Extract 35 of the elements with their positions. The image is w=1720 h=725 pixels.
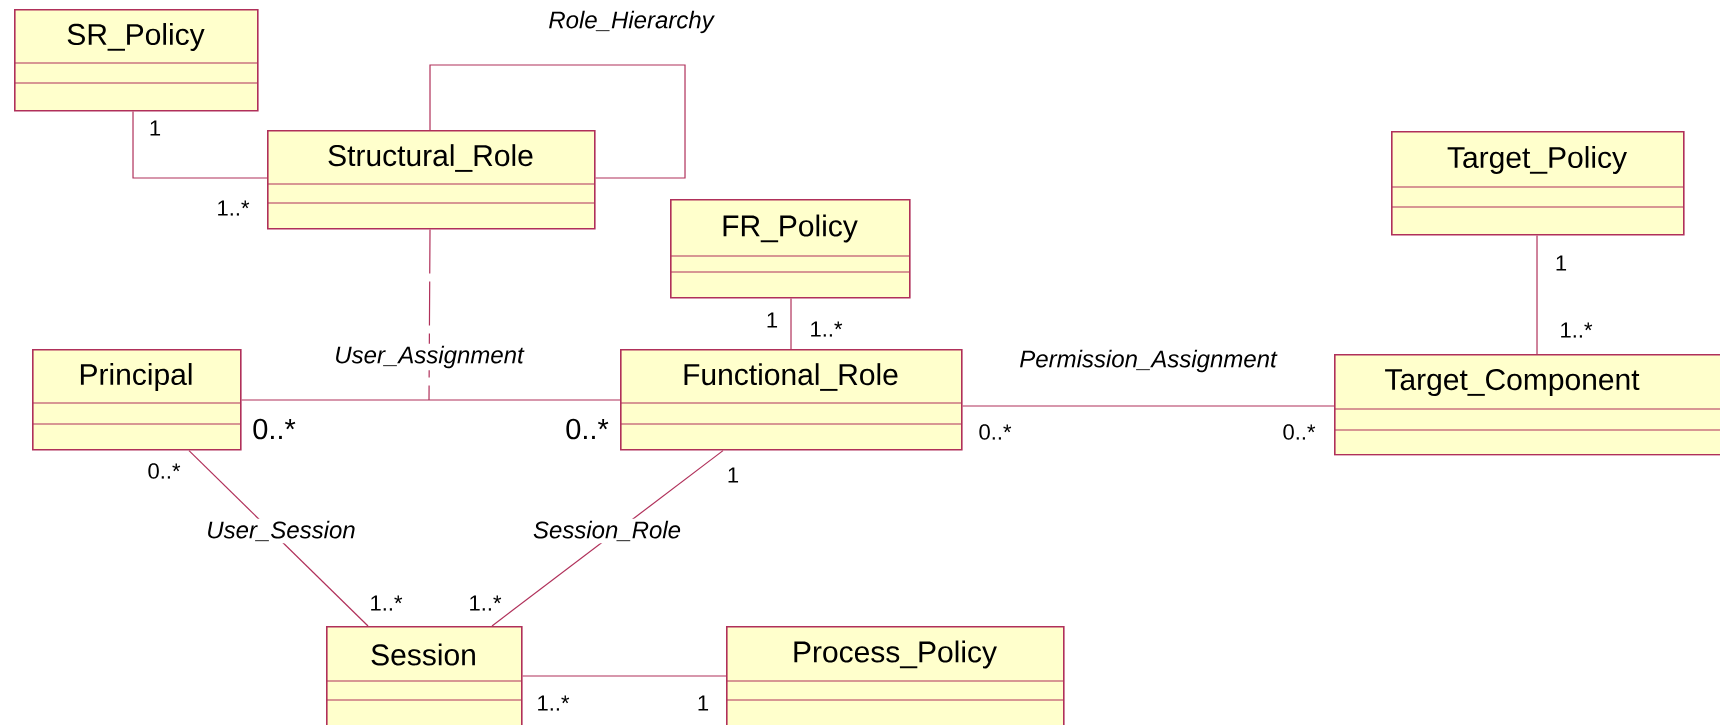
multiplicity-label: 0..* bbox=[566, 418, 609, 440]
association-name: Session_Role bbox=[530, 518, 684, 544]
class-box: Structural_Role bbox=[266, 130, 596, 230]
association-line bbox=[962, 405, 1335, 407]
multiplicity-label: 1 bbox=[150, 120, 161, 136]
multiplicity-label: 0..* bbox=[1283, 424, 1316, 440]
class-box: FR_Policy bbox=[669, 199, 911, 299]
class-box: Functional_Role bbox=[619, 349, 963, 451]
multiplicity-label: 0..* bbox=[979, 424, 1012, 440]
multiplicity-label: 0..* bbox=[148, 463, 181, 479]
multiplicity-label: 1 bbox=[767, 312, 778, 328]
association-name: Permission_Assignment bbox=[1017, 347, 1279, 375]
class-box: Principal bbox=[31, 349, 242, 451]
association-name: Role_Hierarchy bbox=[546, 8, 716, 36]
multiplicity-label: 1..* bbox=[218, 200, 250, 216]
class-box: Target_Component bbox=[1333, 354, 1720, 456]
association-name: User_Assignment bbox=[332, 343, 526, 371]
association-line bbox=[790, 298, 792, 350]
class-box: SR_Policy bbox=[13, 9, 259, 112]
class-box: Session bbox=[325, 626, 523, 725]
multiplicity-label: 1..* bbox=[371, 595, 403, 611]
multiplicity-label: 1 bbox=[728, 467, 739, 483]
class-box: Process_Policy bbox=[725, 626, 1065, 725]
multiplicity-label: 1..* bbox=[470, 595, 502, 611]
multiplicity-label: 0..* bbox=[253, 418, 296, 440]
association-line bbox=[522, 675, 727, 677]
association-line bbox=[428, 229, 431, 401]
association-name: User_Session bbox=[204, 518, 358, 544]
multiplicity-label: 1..* bbox=[811, 321, 843, 337]
class-box: Target_Policy bbox=[1390, 131, 1685, 236]
multiplicity-label: 1 bbox=[1556, 255, 1567, 271]
multiplicity-label: 1 bbox=[698, 695, 709, 711]
association-line bbox=[241, 399, 621, 401]
multiplicity-label: 1..* bbox=[538, 695, 570, 711]
association-line bbox=[1536, 235, 1538, 355]
